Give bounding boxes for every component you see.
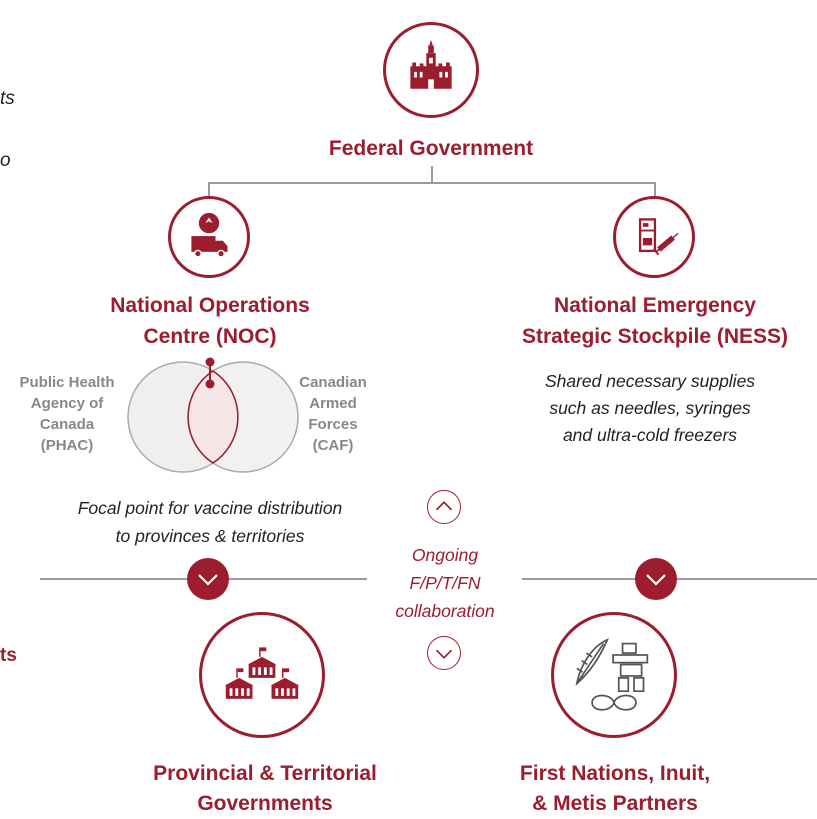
chevron-up-icon xyxy=(427,490,461,524)
ness-connector xyxy=(654,182,656,198)
federal-connector-stem xyxy=(431,166,433,183)
legislature-buildings-icon xyxy=(199,612,325,738)
parliament-icon xyxy=(383,22,479,118)
provincial-title-line2: Governments xyxy=(197,792,333,815)
ness-description-line3: and ultra-cold freezers xyxy=(562,425,738,445)
collaboration-line1: Ongoing xyxy=(411,545,479,565)
ness-description-line2: such as needles, syringes xyxy=(549,398,751,418)
ness-title-line2: Strategic Stockpile (NESS) xyxy=(521,325,789,348)
collaboration-line2: F/P/T/FN xyxy=(409,573,481,593)
first-nations-title-line2: & Metis Partners xyxy=(532,792,698,815)
edge-fragment-top: ts xyxy=(0,88,15,109)
federal-connector-bar xyxy=(208,182,656,184)
noc-description-line1: Focal point for vaccine distribution xyxy=(77,498,343,518)
first-nations-title-line1: First Nations, Inuit, xyxy=(519,762,711,785)
freezer-syringe-icon xyxy=(613,196,695,278)
edge-fragment-middle: o xyxy=(0,150,11,171)
noc-down-chevron-icon xyxy=(187,558,229,600)
noc-connector xyxy=(208,182,210,198)
truck-with-emblem-icon xyxy=(168,196,250,278)
provincial-title-line1: Provincial & Territorial xyxy=(153,762,377,785)
noc-title-line1: National Operations xyxy=(110,294,310,317)
ness-description-line1: Shared necessary supplies xyxy=(544,371,756,391)
chevron-down-icon xyxy=(427,636,461,670)
phac-label: Public Health Agency of Canada (PHAC) xyxy=(19,374,115,454)
federal-government-title: Federal Government xyxy=(328,137,534,160)
caf-label: Canadian Armed Forces (CAF) xyxy=(299,374,367,454)
collaboration-line3: collaboration xyxy=(395,601,495,621)
noc-description-line2: to provinces & territories xyxy=(115,526,305,546)
ness-down-chevron-icon xyxy=(635,558,677,600)
noc-title-line2: Centre (NOC) xyxy=(143,325,277,348)
feather-inukshuk-infinity-icon xyxy=(551,612,677,738)
phac-caf-venn xyxy=(127,357,299,473)
ness-title-line1: National Emergency xyxy=(554,294,756,317)
edge-fragment-bottom: ts xyxy=(0,645,17,666)
